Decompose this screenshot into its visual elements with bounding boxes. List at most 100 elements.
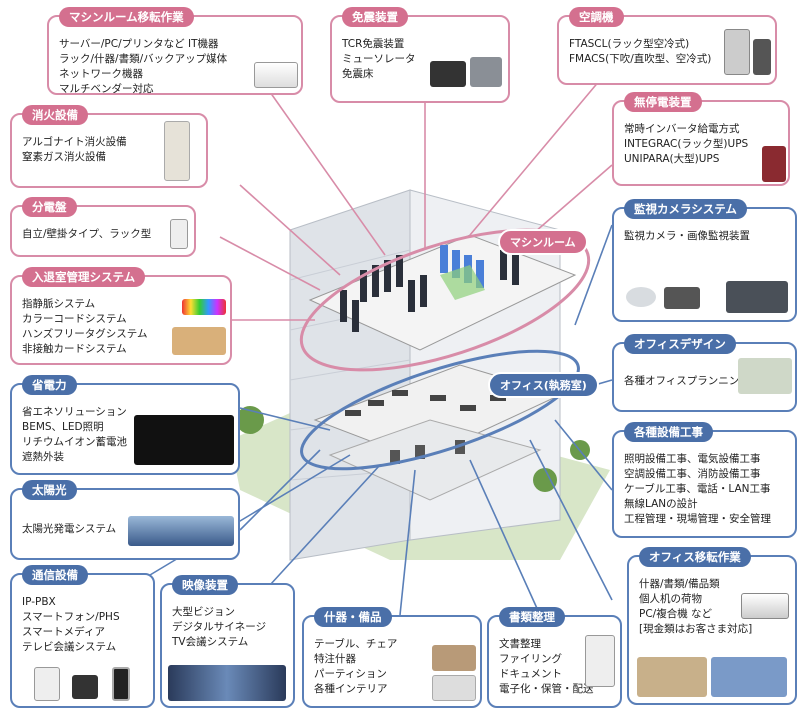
access-box: 入退室管理システム 指静脈システム カラーコードシステム ハンズフリータグシステ… (10, 267, 232, 365)
list-item: 個人机の荷物 (639, 593, 702, 605)
box-camera-image (664, 287, 700, 309)
list-item: TCR免震装置 (342, 38, 405, 50)
panel-image (170, 219, 188, 249)
pbx-image (34, 667, 60, 701)
ups-image (762, 146, 786, 182)
aircon-title: 空調機 (569, 7, 624, 27)
list-item: パーティション (314, 668, 387, 680)
video-box: 映像装置 大型ビジョン デジタルサイネージ TV会議システム (160, 575, 295, 708)
list-item: ミューソレータ (342, 53, 416, 65)
telecom-box: 通信設備 IP-PBX スマートフォン/PHS スマートメディア テレビ会議シス… (10, 565, 155, 708)
meeting-table-image (432, 645, 476, 671)
card-reader-image (172, 327, 226, 355)
machine-room-label: マシンルーム (498, 229, 588, 255)
list-item: サーバー/PC/プリンタなど IT機器 (59, 38, 219, 50)
truck-image (254, 62, 298, 88)
list-item: ドキュメント (499, 668, 562, 680)
list-item: UNIPARA(大型)UPS (624, 153, 720, 165)
solar-panel-image (128, 516, 234, 546)
access-title: 入退室管理システム (22, 267, 146, 287)
seismic-floor-image (470, 57, 502, 87)
list-item: テーブル、チェア (314, 638, 398, 650)
fire-box: 消火設備 アルゴナイト消火設備 窒素ガス消火設備 (10, 105, 208, 188)
documents-box: 書類整理 文書整理 ファイリング ドキュメント 電子化・保管・配送 (487, 607, 622, 708)
list-item: 空調設備工事、消防設備工事 (624, 468, 761, 480)
power-save-box: 省電力 省エネソリューション BEMS、LED照明 リチウムイオン蓄電池 遮熱外… (10, 375, 240, 475)
list-item: スマートフォン/PHS (22, 611, 120, 623)
moving-boxes-image (637, 657, 707, 697)
machine-room-floor (308, 234, 577, 351)
moving-floor-image (711, 657, 787, 697)
list-item: デジタルサイネージ (172, 621, 267, 633)
aircon-unit-image (724, 29, 750, 75)
aircon-rack-image (753, 39, 771, 75)
solar-box: 太陽光 太陽光発電システム (10, 480, 240, 560)
desk-phone-image (72, 675, 98, 699)
camera-box: 監視カメラシステム 監視カメラ・画像監視装置 (612, 199, 797, 322)
list-item: 大型ビジョン (172, 606, 235, 618)
machine-move-box: マシンルーム移転作業 サーバー/PC/プリンタなど IT機器 ラック/什器/書類… (47, 7, 303, 97)
list-item: 非接触カードシステム (22, 343, 127, 355)
list-item: [現金類はお客さま対応] (639, 623, 753, 635)
list-item: FMACS(下吹/直吹型、空冷式) (569, 53, 712, 65)
list-item: ラック/什器/書類/バックアップ媒体 (59, 53, 228, 65)
list-item: ハンズフリータグシステム (22, 328, 148, 340)
list-item: 工程管理・現場管理・安全管理 (624, 513, 771, 525)
machine-move-title: マシンルーム移転作業 (59, 7, 194, 27)
color-code-image (182, 299, 226, 315)
list-item: ファイリング (499, 653, 562, 665)
telecom-title: 通信設備 (22, 565, 88, 585)
equipment-work-box: 各種設備工事 照明設備工事、電気設備工事 空調設備工事、消防設備工事 ケーブル工… (612, 422, 797, 538)
list-item: テレビ会議システム (22, 641, 117, 653)
list-item: 太陽光発電システム (22, 523, 117, 535)
solar-title: 太陽光 (22, 480, 77, 500)
furniture-title: 什器・備品 (314, 607, 392, 627)
signage-image (168, 665, 286, 701)
power-save-title: 省電力 (22, 375, 77, 395)
list-item: 各種インテリア (314, 683, 388, 695)
list-item: 常時インバータ給電方式 (624, 123, 740, 135)
office-move-box: オフィス移転作業 什器/書類/備品類 個人机の荷物 PC/複合機 など [現金類… (627, 547, 797, 705)
office-layout-image (738, 358, 792, 394)
list-item: BEMS、LED照明 (22, 421, 104, 433)
list-item: 特注什器 (314, 653, 356, 665)
list-item: リチウムイオン蓄電池 (22, 436, 127, 448)
list-item: 各種オフィスプランニング (624, 375, 750, 387)
list-item: FTASCL(ラック型空冷式) (569, 38, 690, 50)
list-item: PC/複合機 など (639, 608, 713, 620)
list-item: INTEGRAC(ラック型)UPS (624, 138, 749, 150)
list-item: TV会議システム (172, 636, 249, 648)
list-item: 遮熱外装 (22, 451, 64, 463)
list-item: スマートメディア (22, 626, 105, 638)
list-item: ケーブル工事、電話・LAN工事 (624, 483, 771, 495)
list-item: 自立/壁掛タイプ、ラック型 (22, 228, 152, 240)
fire-title: 消火設備 (22, 105, 88, 125)
list-item: ネットワーク機器 (59, 68, 143, 80)
list-item: 電子化・保管・配送 (499, 683, 594, 695)
ups-title: 無停電装置 (624, 92, 702, 112)
file-cabinet-image (585, 635, 615, 687)
panel-box: 分電盤 自立/壁掛タイプ、ラック型 (10, 197, 196, 257)
fire-equipment-image (164, 121, 190, 181)
list-item: IP-PBX (22, 596, 56, 608)
seismic-title: 免震装置 (342, 7, 408, 27)
panel-title: 分電盤 (22, 197, 77, 217)
server-racks (340, 250, 519, 332)
camera-title: 監視カメラシステム (624, 199, 747, 219)
office-design-title: オフィスデザイン (624, 334, 736, 354)
smartphone-image (112, 667, 130, 701)
list-item: マルチベンダー対応 (59, 83, 154, 95)
list-item: 免震床 (342, 68, 374, 80)
list-item: カラーコードシステム (22, 313, 127, 325)
seismic-box: 免震装置 TCR免震装置 ミューソレータ 免震床 (330, 7, 510, 103)
list-item: 監視カメラ・画像監視装置 (624, 230, 750, 242)
office-highlight (300, 349, 580, 471)
machine-move-list: サーバー/PC/プリンタなど IT機器 ラック/什器/書類/バックアップ媒体 ネ… (59, 37, 293, 97)
list-item: アルゴナイト消火設備 (22, 136, 127, 148)
list-item: 省エネソリューション (22, 406, 127, 418)
list-item: 指静脈システム (22, 298, 96, 310)
aircon-box: 空調機 FTASCL(ラック型空冷式) FMACS(下吹/直吹型、空冷式) (557, 7, 777, 85)
list-item: 文書整理 (499, 638, 541, 650)
list-item: 無線LANの設計 (624, 498, 698, 510)
